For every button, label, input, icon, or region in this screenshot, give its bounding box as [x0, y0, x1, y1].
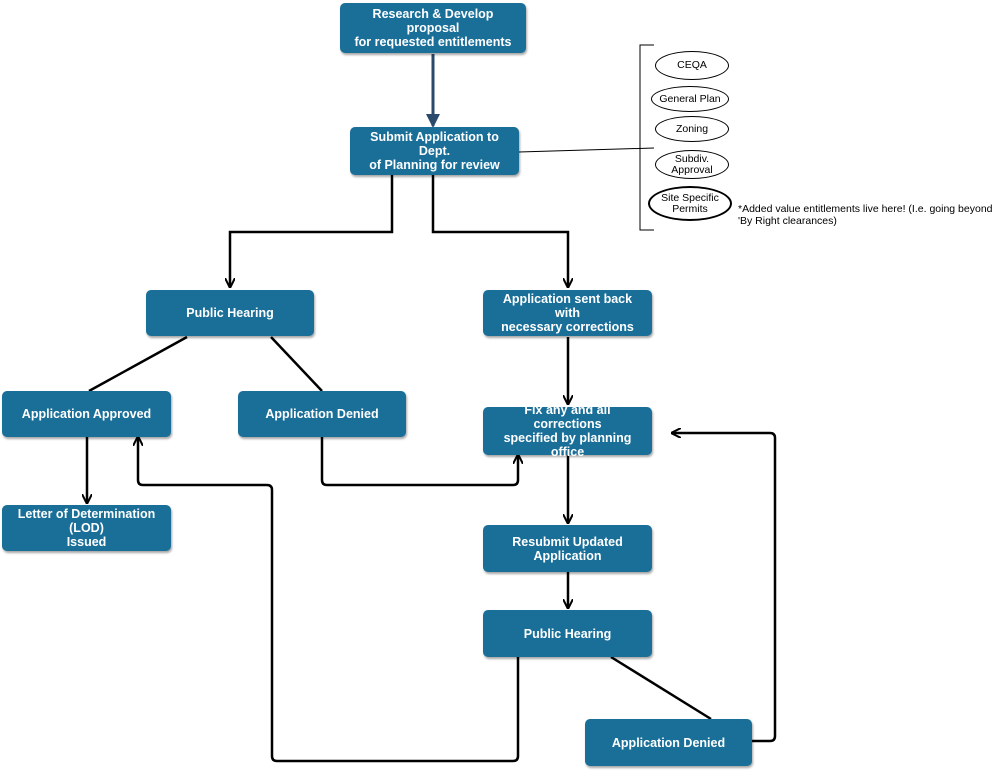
fix-corrections-node: Fix any and all corrections specified by… [483, 403, 652, 459]
public-hearing-node: Public Hearing [146, 290, 314, 336]
approved-node: Application Approved [2, 391, 171, 437]
denied-node: Application Denied [238, 391, 406, 437]
line-hearing-to-approved [88, 335, 188, 393]
line-hearing-to-denied [270, 336, 323, 392]
public-hearing-2-node: Public Hearing [483, 610, 652, 657]
submit-node: Submit Application to Dept. of Planning … [350, 127, 519, 175]
lod-node: Letter of Determination (LOD) Issued [2, 505, 171, 551]
sent-back-node: Application sent back with necessary cor… [483, 290, 652, 336]
submit-to-bracket-line [518, 147, 655, 153]
general-plan-oval: General Plan [651, 86, 729, 112]
site-specific-permits-oval: Site Specific Permits [648, 186, 732, 221]
subdiv-approval-oval: Subdiv. Approval [655, 150, 729, 179]
entitlements-bracket [639, 44, 654, 231]
ceqa-oval: CEQA [655, 51, 729, 80]
arrow-hearing2-to-approved [138, 438, 520, 763]
arrow-submit-to-public-hearing [230, 175, 394, 286]
denied-2-node: Application Denied [585, 719, 752, 766]
zoning-oval: Zoning [655, 116, 729, 142]
added-value-note: *Added value entitlements live here! (I.… [738, 203, 993, 227]
arrow-submit-to-sent-back [431, 175, 568, 286]
resubmit-node: Resubmit Updated Application [483, 525, 652, 572]
arrow-denied-to-fix [320, 437, 518, 487]
research-node: Research & Develop proposal for requeste… [340, 3, 526, 53]
line-hearing2-to-denied [610, 655, 712, 721]
arrow-denied2-to-fix [673, 433, 777, 743]
